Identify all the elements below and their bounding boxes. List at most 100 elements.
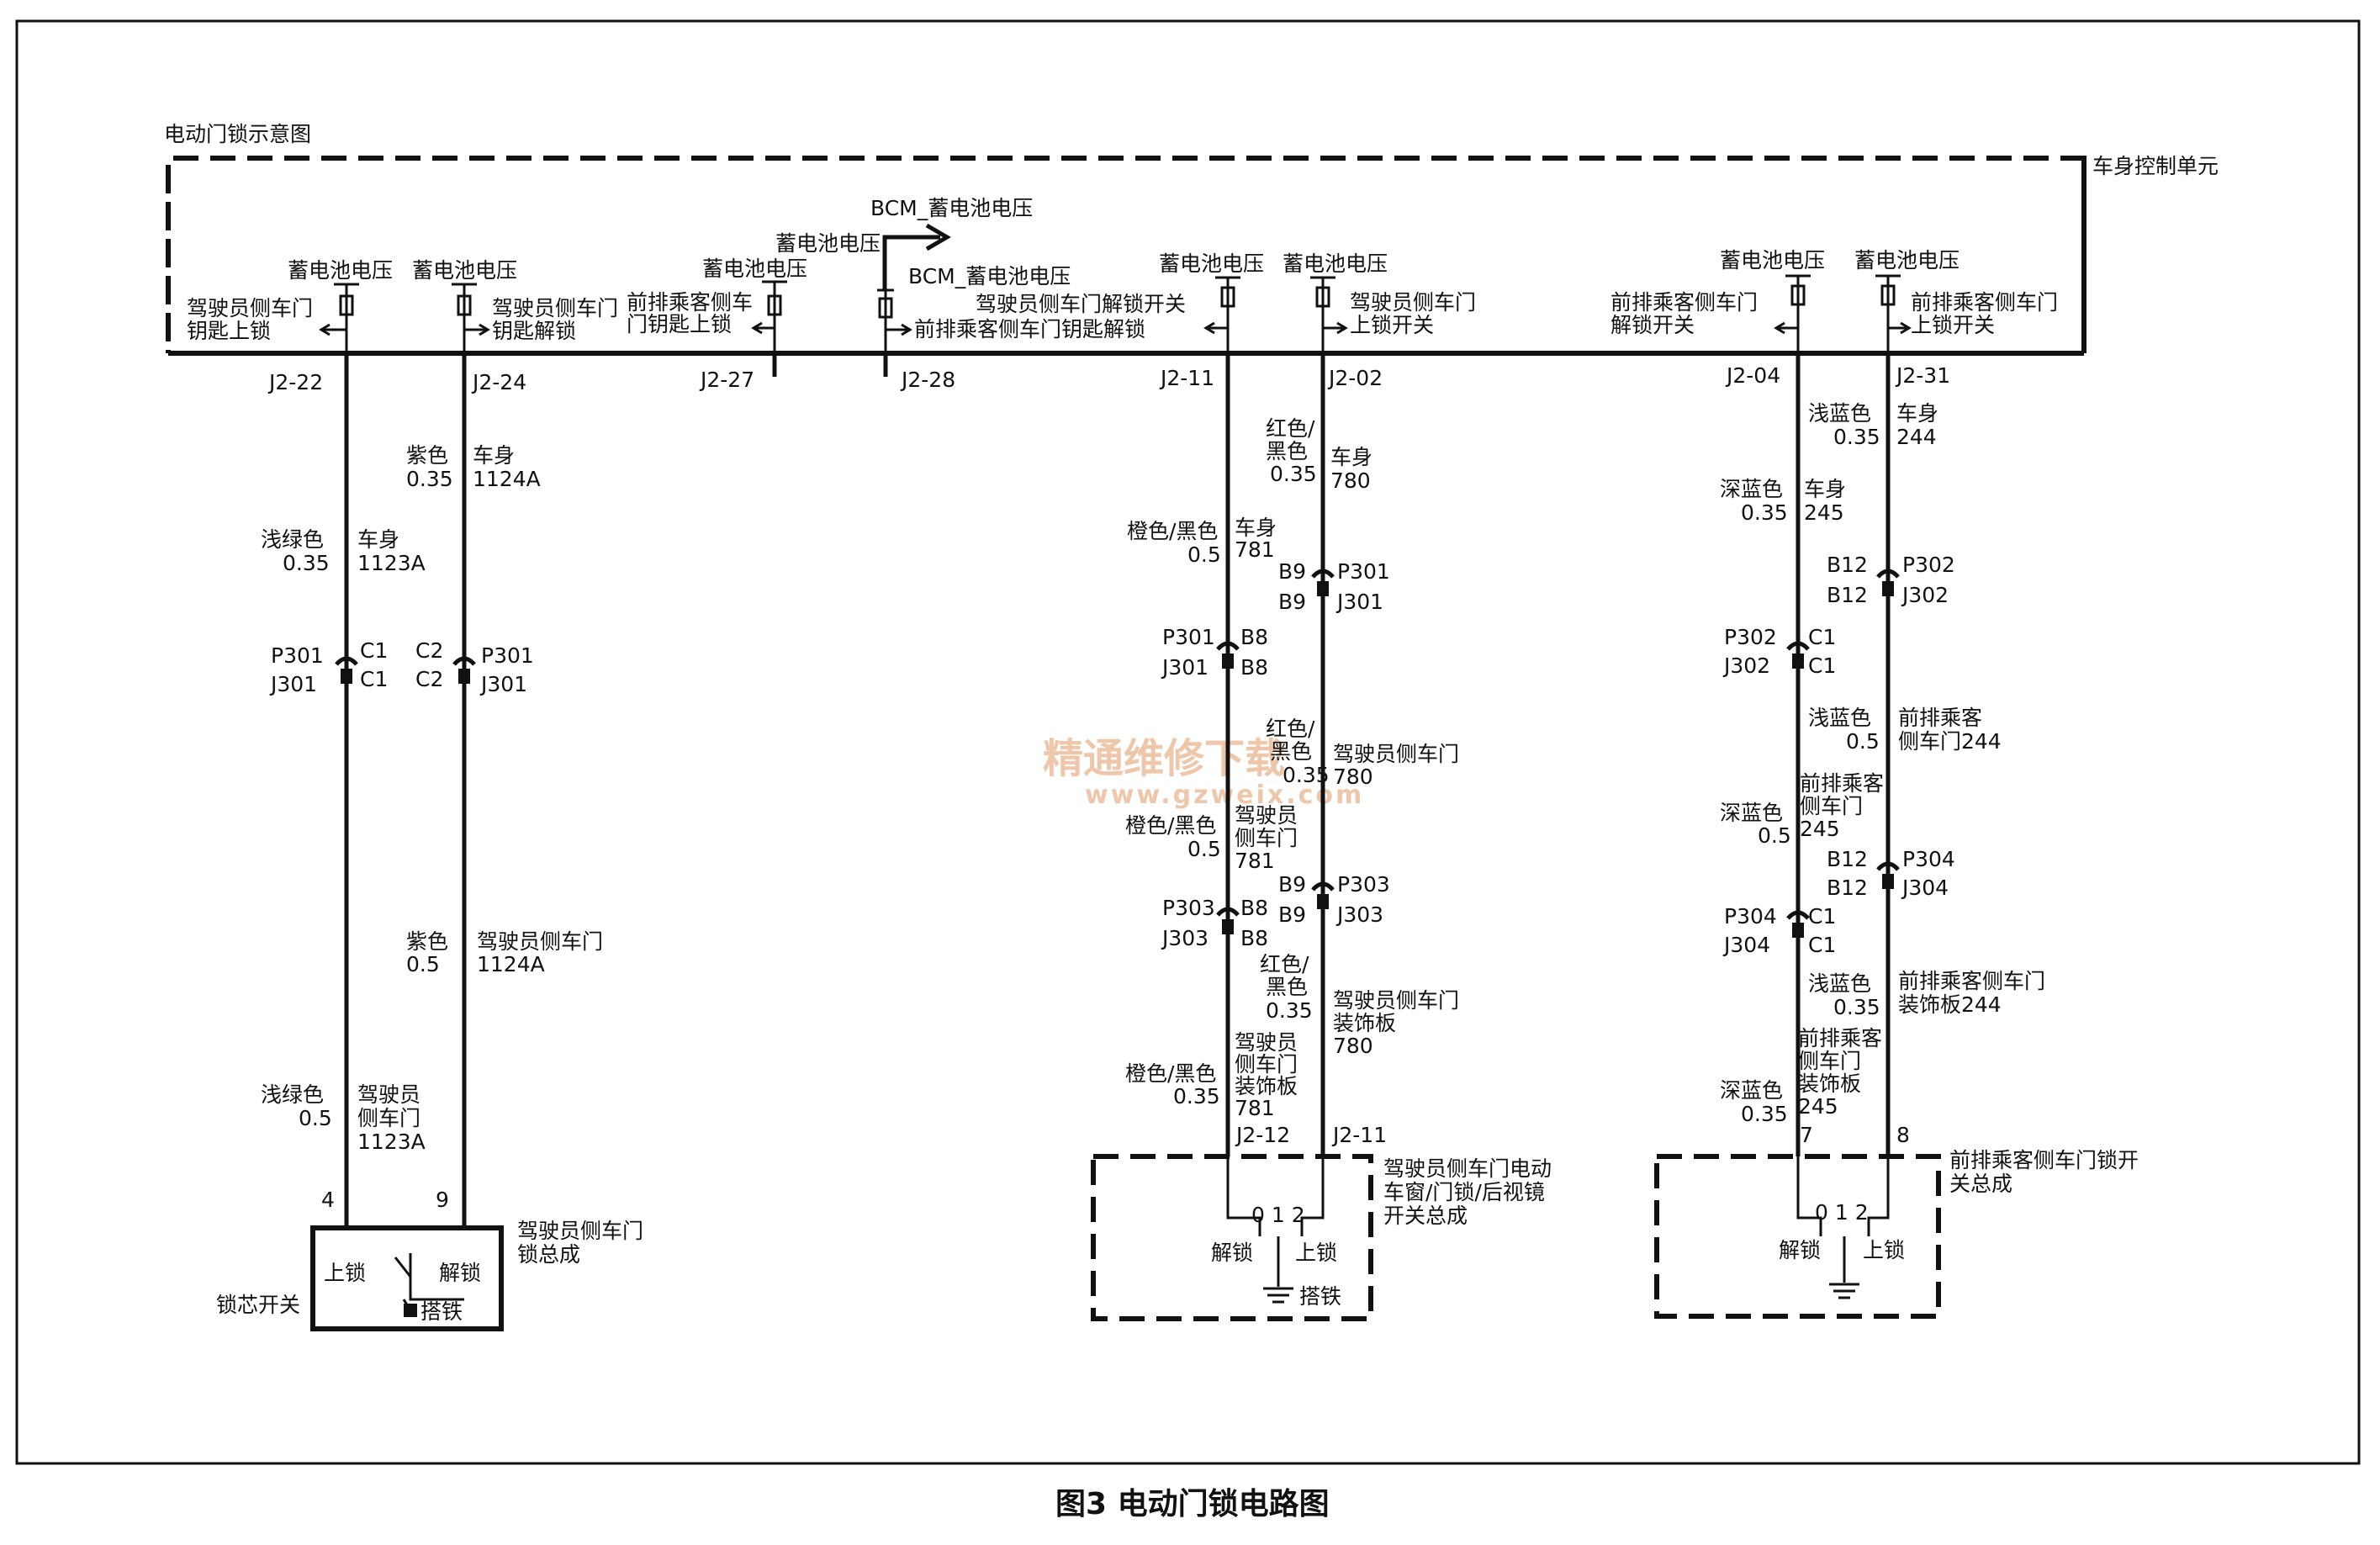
wire-color-label: 深蓝色	[1720, 477, 1783, 501]
connector-label: J303	[1161, 926, 1209, 950]
switch-unlock-label: 解锁	[1211, 1241, 1253, 1265]
wire-color-label: 橙色/黑色	[1127, 519, 1218, 543]
wire-circuit-label: 驾驶员侧车门	[477, 929, 603, 954]
input-arrows	[319, 321, 1912, 336]
driver-window-lock-switch-assembly	[1091, 1154, 1373, 1321]
wire-circuit-label: 781	[1235, 849, 1275, 873]
connector-label: J301	[1161, 655, 1209, 680]
wire-color-label: 紫色	[406, 929, 448, 954]
assembly-label: 锁总成	[517, 1242, 580, 1267]
switch-lock-label: 上锁	[1295, 1241, 1337, 1265]
wire-color-label: 红色/	[1260, 952, 1309, 976]
connector-label: P303	[1337, 872, 1390, 897]
pullup-stubs	[334, 274, 1901, 353]
connector-label: P304	[1724, 904, 1777, 929]
connector-label: J301	[269, 672, 317, 696]
wire-gauge-label: 0.5	[406, 952, 440, 976]
connector-pin: B9	[1278, 590, 1306, 614]
lock-cylinder-switch-label: 锁芯开关	[216, 1293, 300, 1317]
connector-pin: B9	[1278, 872, 1306, 897]
wire-color-label: 黑色	[1270, 739, 1312, 764]
wire-circuit-label: 侧车门244	[1898, 729, 2002, 754]
wire-gauge-label: 0.35	[1741, 1102, 1788, 1126]
figure-caption: 图3 电动门锁电路图	[1055, 1487, 1330, 1521]
wire-circuit-label: 驾驶员	[1235, 803, 1298, 828]
pin-label: J2-11	[1331, 1123, 1387, 1147]
passenger-switch-contacts	[1796, 1156, 1890, 1283]
switch-unlock-label: 解锁	[1779, 1238, 1821, 1262]
battery-voltage-label: 蓄电池电压	[1720, 248, 1825, 272]
wire-gauge-label: 0.35	[1266, 998, 1313, 1023]
input-label: 门钥匙上锁	[627, 312, 732, 336]
connector-pin: B12	[1827, 583, 1868, 607]
wire-gauge-label: 0.35	[1270, 462, 1317, 486]
wire-circuit-label: 装饰板	[1235, 1074, 1298, 1098]
wire-circuit-label: 侧车门	[1235, 1052, 1298, 1077]
input-label: 钥匙解锁	[492, 319, 576, 343]
connector-label: P304	[1902, 847, 1955, 871]
driver-switch-contacts	[1226, 1156, 1325, 1287]
battery-voltage-label: 蓄电池电压	[775, 231, 881, 256]
input-label: 上锁开关	[1350, 313, 1434, 337]
wire-color-label: 紫色	[406, 443, 448, 468]
wire-circuit-label: 前排乘客	[1798, 1026, 1882, 1050]
wire-circuit-label: 781	[1235, 537, 1275, 562]
wire-gauge-label: 0.35	[1741, 500, 1788, 525]
battery-voltage-label: 蓄电池电压	[288, 258, 393, 283]
wire-circuit-label: 245	[1804, 500, 1844, 525]
connector-pin: B12	[1827, 876, 1868, 900]
pin-label: J2-28	[900, 368, 955, 392]
wire-circuit-label: 驾驶员	[1235, 1030, 1298, 1055]
connector-pin: B12	[1827, 847, 1868, 871]
wire-circuit-label: 前排乘客侧车门	[1898, 969, 2045, 993]
input-label: 解锁开关	[1610, 313, 1695, 337]
wire-circuit-label: 780	[1330, 468, 1371, 493]
input-label: 驾驶员侧车门	[492, 296, 618, 320]
switch-lock-label: 上锁	[324, 1261, 366, 1285]
ground-symbol	[1829, 1283, 1859, 1299]
input-label: 前排乘客侧车	[627, 290, 753, 315]
wire-circuit-label: 1123A	[357, 1130, 426, 1154]
pin-label: 9	[436, 1188, 449, 1212]
connector-pin: C2	[415, 638, 443, 663]
connector-pin: C1	[1808, 625, 1836, 649]
ground-label: 搭铁	[1299, 1284, 1341, 1309]
wire-circuit-label: 侧车门	[1798, 1049, 1861, 1073]
connector-pin: C1	[360, 667, 388, 691]
wire-circuit-label: 车身	[1896, 401, 1938, 426]
battery-voltage-label: 蓄电池电压	[702, 257, 807, 281]
wire-circuit-label: 245	[1798, 1094, 1838, 1119]
wire-circuit-label: 244	[1896, 425, 1937, 449]
wire-gauge-label: 0.35	[1833, 995, 1880, 1019]
connector-label: J302	[1722, 653, 1770, 678]
pin-label: 8	[1896, 1123, 1910, 1147]
assembly-label: 前排乘客侧车门锁开	[1949, 1148, 2139, 1172]
diagram-title: 电动门锁示意图	[164, 122, 311, 146]
wire-color-label: 浅蓝色	[1808, 401, 1871, 426]
pin-label: J2-22	[267, 370, 323, 394]
pin-label: J2-12	[1235, 1123, 1290, 1147]
wire-color-label: 浅绿色	[261, 527, 324, 552]
pin-label: J2-27	[699, 368, 754, 392]
connector-pin: C1	[1808, 904, 1836, 929]
wire-circuit-label: 侧车门	[1235, 826, 1298, 850]
wire-circuit-label: 驾驶员侧车门	[1333, 742, 1459, 766]
wire-color-label: 浅蓝色	[1808, 706, 1871, 730]
bcm-label: 车身控制单元	[2092, 154, 2219, 178]
connector-pin: B12	[1827, 553, 1868, 577]
pin-label: 7	[1800, 1123, 1813, 1147]
input-label: 钥匙上锁	[187, 319, 271, 343]
input-label: 驾驶员侧车门解锁开关	[976, 292, 1186, 316]
ground-label: 搭铁	[420, 1299, 463, 1324]
wire-gauge-label: 0.5	[1758, 823, 1791, 848]
connector-label: P302	[1724, 625, 1777, 649]
connector-label: P301	[271, 643, 324, 668]
connector-label: J303	[1335, 902, 1383, 927]
wire-circuit-label: 侧车门	[357, 1106, 420, 1130]
wire-circuit-label: 侧车门	[1800, 794, 1863, 818]
wire-circuit-label: 车身	[1235, 516, 1277, 540]
wire-circuit-label: 装饰板244	[1898, 992, 2002, 1017]
switch-unlock-label: 解锁	[439, 1261, 481, 1285]
